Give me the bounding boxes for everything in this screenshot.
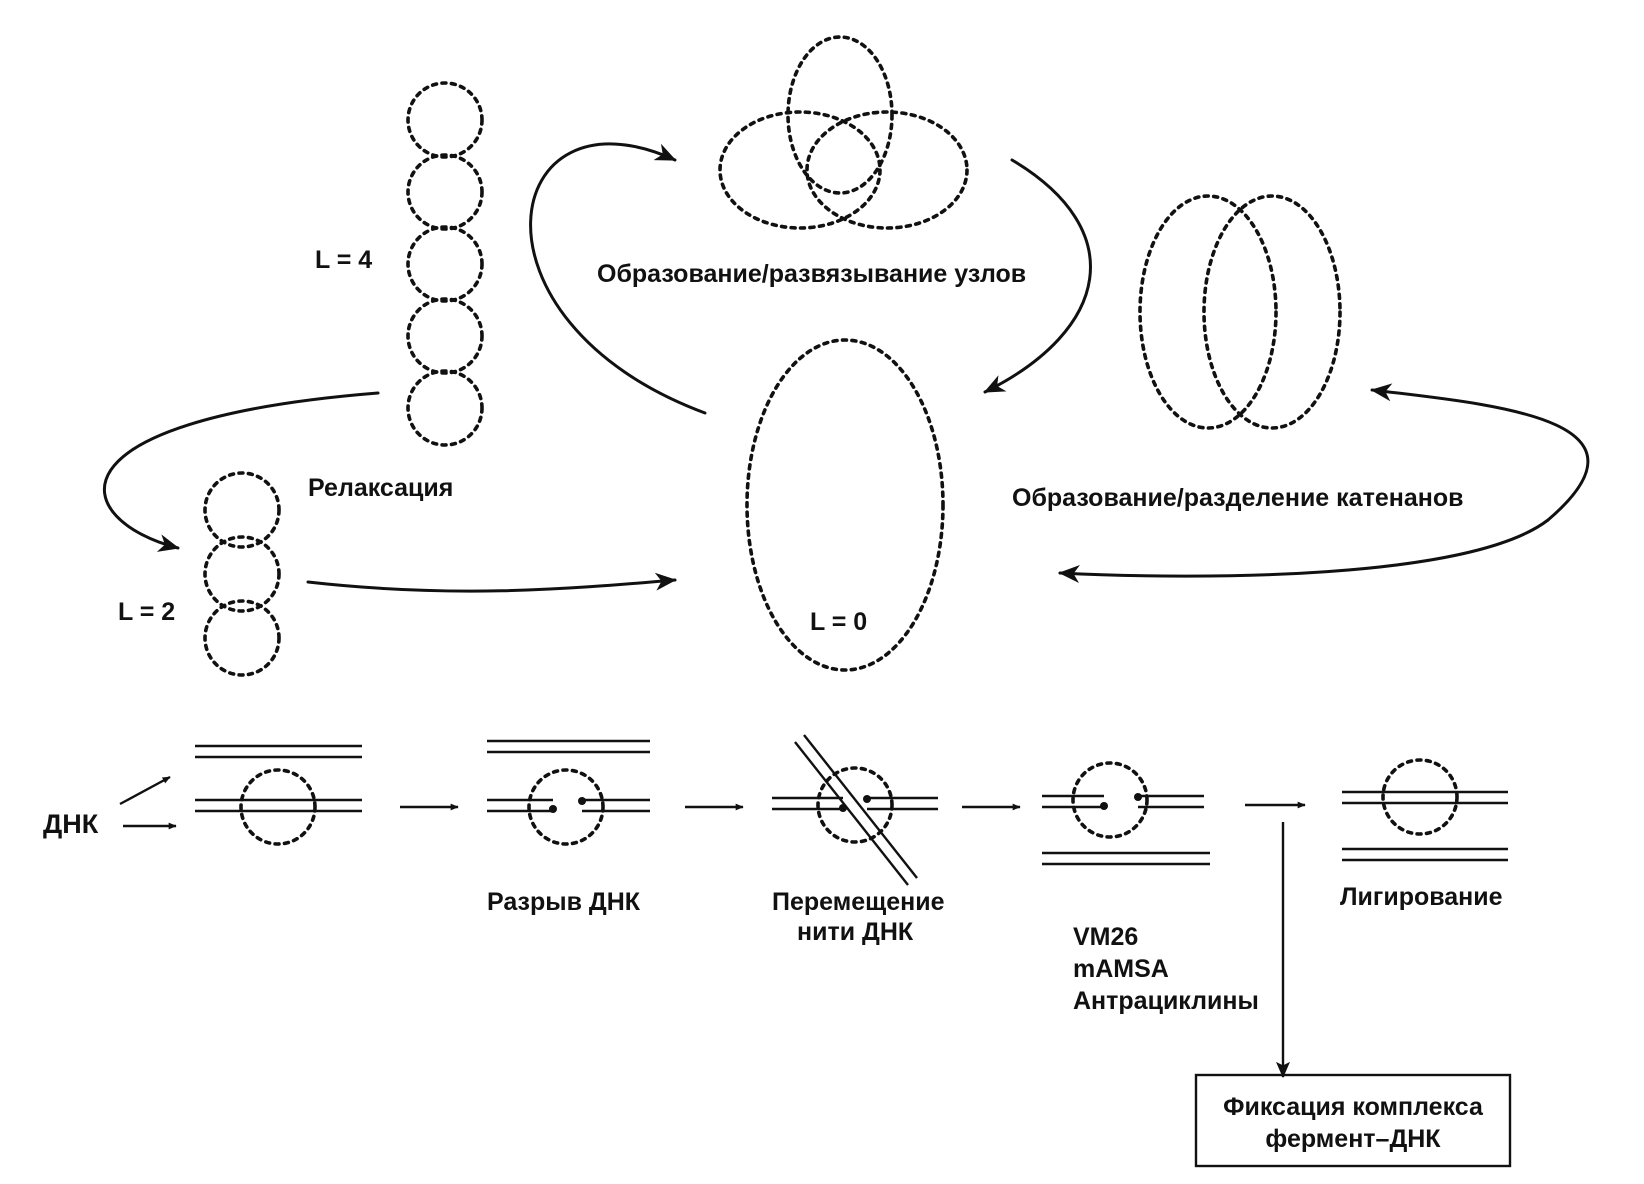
label-dna: ДНК (43, 809, 99, 839)
label-dna-break: Разрыв ДНК (487, 888, 641, 916)
label-complex-1: Фиксация комплекса (1223, 1093, 1484, 1121)
label-l0: L = 0 (810, 608, 867, 636)
trefoil-knot (718, 35, 969, 230)
knot-resolution-arrow (983, 158, 1092, 394)
relaxed-circle (745, 338, 945, 672)
supercoil-chain-l2 (203, 471, 281, 677)
cleavage-complex-box (1194, 1073, 1512, 1168)
catenation-arrow-left (1058, 518, 1550, 583)
stage-3-strand-transfer (772, 734, 938, 886)
catenation-arrow-up (1370, 383, 1590, 522)
label-l2: L = 2 (118, 598, 175, 626)
stage-4-post-transfer (1042, 761, 1210, 866)
label-relaxation: Релаксация (308, 474, 453, 502)
label-catenation: Образование/разделение катенанов (1012, 484, 1463, 512)
label-knotting: Образование/развязывание узлов (597, 260, 1026, 288)
label-drug-vm26: VM26 (1073, 923, 1138, 951)
label-strand-transfer-2: нити ДНК (797, 918, 914, 946)
stage-2-dna-break (487, 739, 650, 846)
label-complex-2: фермент–ДНК (1265, 1125, 1441, 1153)
stage-1-binding (195, 744, 362, 846)
knot-formation-arrow (529, 142, 707, 415)
label-drug-anthracyclines: Антрациклины (1073, 987, 1259, 1015)
label-l4: L = 4 (315, 246, 372, 274)
stage-5-ligation (1342, 758, 1508, 862)
relaxation-arrow-right (306, 572, 677, 593)
catenane-pair (1138, 194, 1342, 430)
label-ligation: Лигирование (1340, 883, 1503, 911)
label-strand-transfer-1: Перемещение (772, 888, 945, 916)
dna-entry-arrow-upper (119, 775, 171, 806)
supercoil-chain-l4 (406, 81, 484, 447)
label-drug-mamsa: mAMSA (1073, 955, 1169, 983)
relaxation-arrow-down (103, 391, 380, 552)
